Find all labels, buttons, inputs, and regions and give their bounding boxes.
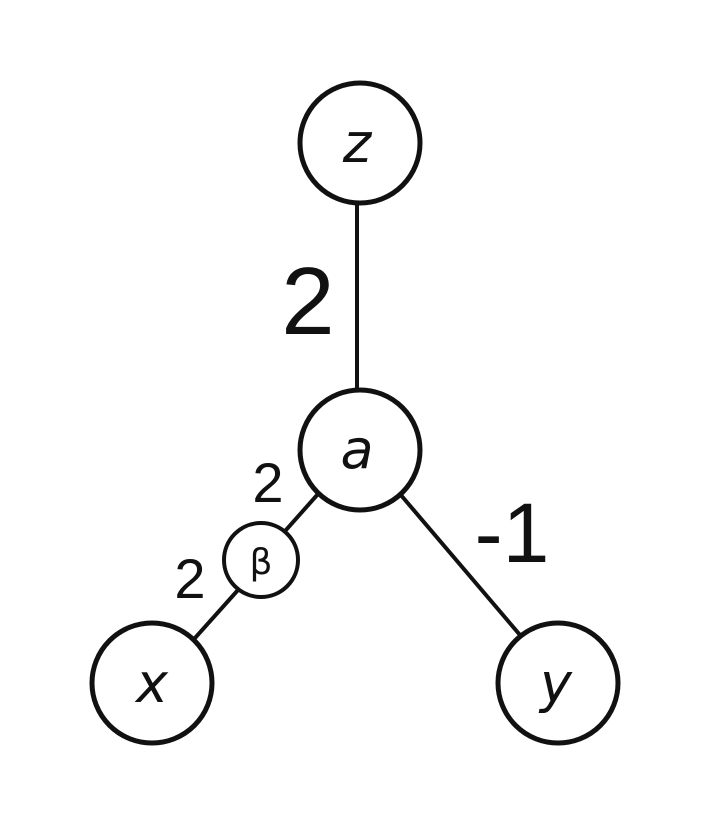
node-a-label: a — [340, 418, 373, 481]
edge-beta-x — [193, 588, 240, 640]
node-beta — [222, 521, 300, 599]
edge-a-y-weight: -1 — [475, 486, 550, 580]
node-a — [297, 387, 423, 513]
edge-z-a-weight: 2 — [281, 248, 334, 355]
node-y — [495, 620, 621, 746]
edge-beta-x-weight: 2 — [174, 547, 205, 610]
node-z-label: z — [342, 112, 373, 175]
node-z — [297, 80, 423, 206]
node-y-label: y — [538, 652, 573, 715]
edge-a-y — [398, 492, 522, 637]
edge-a-beta-weight: 2 — [252, 451, 283, 514]
node-x-label: x — [134, 652, 169, 715]
node-beta-label: β — [250, 542, 273, 583]
node-x — [89, 620, 215, 746]
